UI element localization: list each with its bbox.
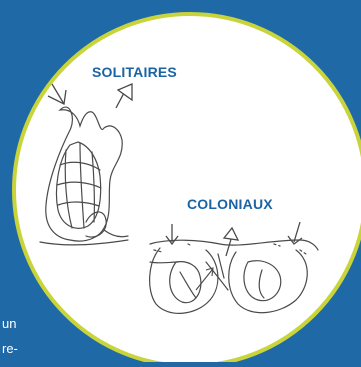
solitary-label: SOLITAIRES bbox=[92, 64, 177, 80]
background-text-line-2: re- bbox=[2, 341, 18, 356]
background-text-line-1: un bbox=[2, 316, 16, 331]
colonial-label: COLONIAUX bbox=[187, 196, 273, 212]
